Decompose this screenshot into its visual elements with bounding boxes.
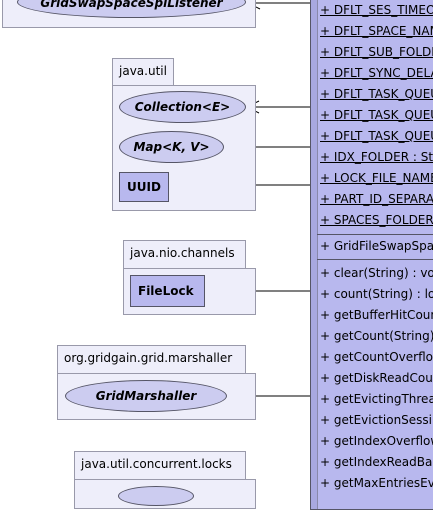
package-label: java.util bbox=[119, 64, 167, 78]
method: + getCountOverflow bbox=[320, 350, 433, 364]
class-uuid[interactable]: UUID bbox=[119, 172, 169, 202]
interface-map[interactable]: Map<K, V> bbox=[119, 131, 224, 163]
interface-collection[interactable]: Collection<E> bbox=[119, 91, 246, 123]
static-field: + DFLT_TASK_QUEU bbox=[320, 129, 433, 143]
static-field: + DFLT_TASK_QUEU bbox=[320, 108, 433, 122]
method: + getIndexReadBa bbox=[320, 455, 433, 469]
method: + getCount(String) bbox=[320, 329, 433, 343]
interface-label: GridMarshaller bbox=[95, 389, 197, 403]
compartment-separator bbox=[317, 259, 433, 260]
static-field: + SPACES_FOLDER bbox=[320, 213, 433, 227]
method: + getDiskReadCou bbox=[320, 371, 433, 385]
interface-label: GridSwapSpaceSpiListener bbox=[40, 0, 223, 10]
package-tab-java-util: java.util bbox=[112, 58, 174, 86]
method: + getEvictingThrea bbox=[320, 392, 433, 406]
static-field: + DFLT_SES_TIMEO bbox=[320, 3, 433, 17]
package-tab-java-nio-channels: java.nio.channels bbox=[123, 240, 246, 269]
package-label: java.nio.channels bbox=[130, 246, 235, 260]
interface-partial-bottom[interactable] bbox=[118, 486, 194, 506]
method: + getMaxEntriesEv bbox=[320, 476, 433, 490]
static-field: + DFLT_SUB_FOLDE bbox=[320, 45, 433, 59]
class-label: FileLock bbox=[138, 284, 194, 298]
compartment-separator bbox=[317, 234, 433, 235]
class-file-lock[interactable]: FileLock bbox=[130, 275, 205, 307]
static-field: + PART_ID_SEPARA bbox=[320, 192, 433, 206]
method: + getBufferHitCoun bbox=[320, 308, 433, 322]
package-label: java.util.concurrent.locks bbox=[81, 457, 232, 471]
package-tab-org-gridgain-grid-marshaller: org.gridgain.grid.marshaller bbox=[57, 345, 246, 374]
method: + count(String) : lo bbox=[320, 287, 433, 301]
method: + getIndexOverflow bbox=[320, 434, 433, 448]
interface-label: Collection<E> bbox=[134, 100, 231, 114]
package-label: org.gridgain.grid.marshaller bbox=[64, 351, 233, 365]
method: + clear(String) : vo bbox=[320, 266, 433, 280]
method: + getEvictionSessi bbox=[320, 413, 433, 427]
class-left-stripe bbox=[311, 0, 318, 509]
interface-grid-marshaller[interactable]: GridMarshaller bbox=[65, 380, 227, 412]
package-tab-java-util-concurrent-locks: java.util.concurrent.locks bbox=[74, 451, 246, 480]
static-field: + DFLT_TASK_QUEU bbox=[320, 87, 433, 101]
class-grid-file-swap-space-spi[interactable]: + DFLT_SES_TIMEO + DFLT_SPACE_NAM + DFLT… bbox=[310, 0, 433, 510]
static-field: + DFLT_SPACE_NAM bbox=[320, 24, 433, 38]
static-field: + IDX_FOLDER : Str bbox=[320, 150, 433, 164]
static-field: + DFLT_SYNC_DELA bbox=[320, 66, 433, 80]
interface-label: Map<K, V> bbox=[133, 140, 210, 154]
static-field: + LOCK_FILE_NAME bbox=[320, 171, 433, 185]
class-label: UUID bbox=[127, 180, 161, 194]
constructor: + GridFileSwapSpa bbox=[320, 239, 433, 253]
